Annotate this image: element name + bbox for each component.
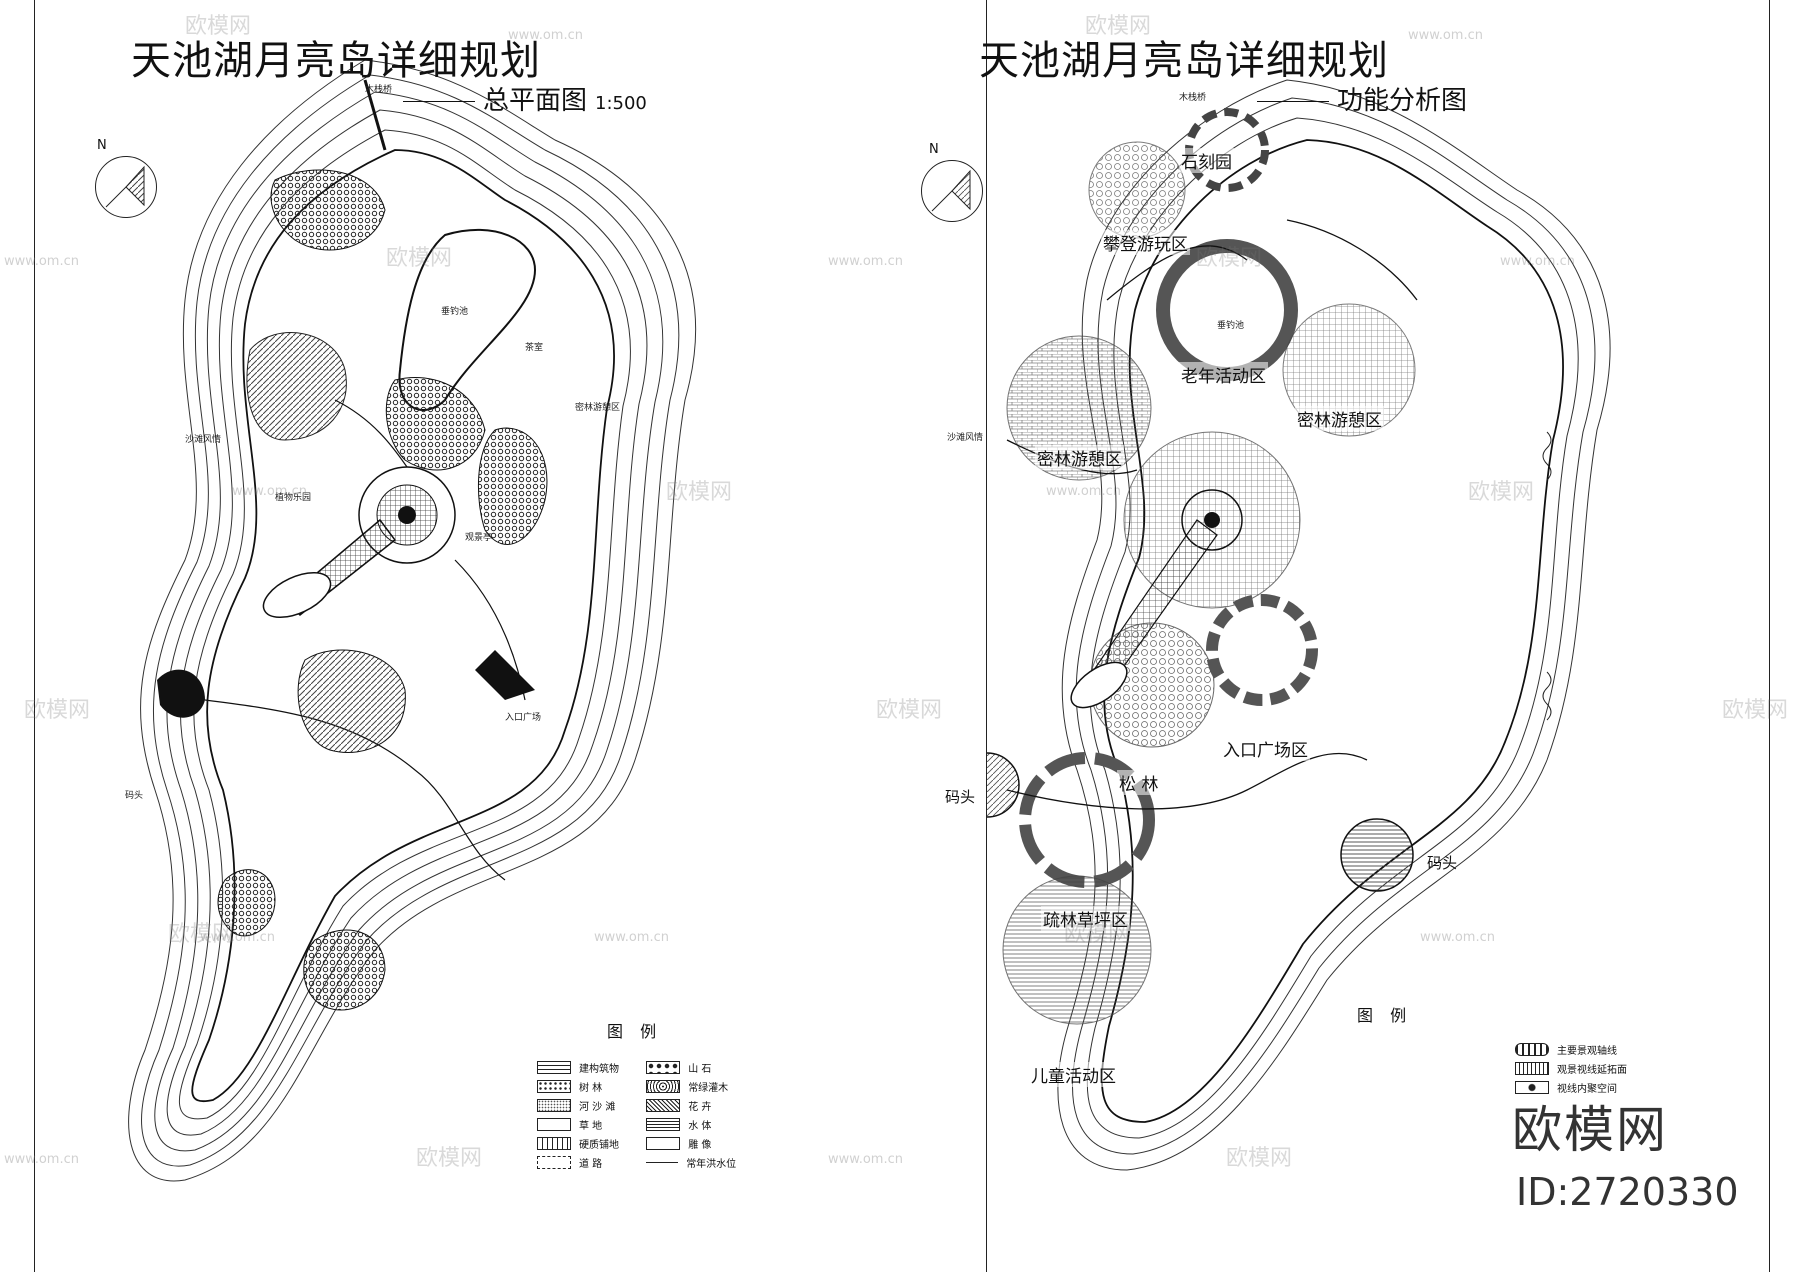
title-dash [1257,101,1329,102]
legend-item: 建构筑物 [537,1058,619,1077]
legend-item: 主要景观轴线 [1515,1040,1627,1059]
tree-cluster-east [478,427,548,545]
legend-swatch [646,1162,679,1163]
zone-label-lawn: 疏林草坪区 [1041,906,1130,931]
north-label: N [97,138,107,153]
scale-text: 1:500 [595,93,647,114]
legend-swatch [1515,1081,1549,1094]
tree-cluster-west [217,869,276,937]
legend-item: 树 林 [537,1077,619,1096]
dock-label-west: 码头 [945,788,976,806]
island-landmass [191,149,615,1103]
map-label-beach: 沙滩风情 [185,435,222,445]
legend-swatch [537,1156,571,1169]
legend-swatch [537,1137,571,1150]
maze-garden [297,649,406,753]
map-label-bridge: 木栈桥 [1179,93,1207,103]
map-label-lake: 垂钓池 [441,307,469,317]
legend-title-right: 图 例 [1357,1006,1413,1025]
north-arrow-icon [95,156,157,218]
legend-item: 道 路 [537,1153,619,1172]
zone-label-children: 儿童活动区 [1029,1062,1118,1087]
zone-label-forest-right: 密林游憩区 [1295,406,1384,431]
map-label-garden: 植物乐园 [275,493,312,503]
legend-swatch [646,1099,681,1112]
legend-item: 观景视线延拓面 [1515,1059,1627,1078]
map-label-dock: 码头 [125,791,144,801]
contour-outer [128,59,696,1182]
sheet-subtitle: 总平面图 1:500 [403,80,647,117]
zone-circle-dock-west [987,752,1020,818]
legend-right: 主要景观轴线 观景视线延拓面 视线内聚空间 [1515,1040,1627,1097]
zone-circle-forest-left [1006,335,1152,481]
legend-item: 河 沙 滩 [537,1096,619,1115]
zone-label-stone: 石刻园 [1179,148,1234,173]
legend-item: 花 卉 [646,1096,736,1115]
master-plan-map [128,59,696,1182]
legend-swatch [646,1080,681,1093]
subtitle-text: 总平面图 [483,86,588,116]
dock-label-east: 码头 [1427,854,1458,872]
sand-beach [246,332,347,441]
legend-swatch [646,1137,681,1150]
legend-item: 常绿灌木 [646,1077,736,1096]
tree-cluster-mid [385,376,486,471]
axis-end-pavilion [262,571,332,619]
zone-label-climb: 攀登游玩区 [1101,230,1190,255]
legend-column-1: 建构筑物 树 林 河 沙 滩 草 地 硬质铺地 道 路 [537,1058,619,1172]
page-title: 天池湖月亮岛详细规划 [131,38,541,84]
map-label-entrance: 入口广场 [505,713,542,723]
legend-column-2: 山 石 常绿灌木 花 卉 水 体 雕 像 常年洪水位 [646,1058,736,1172]
map-label-bridge: 木栈桥 [365,85,393,95]
east-entrance [475,650,535,700]
tree-cluster-south [303,929,386,1011]
zone-circle-climb [1088,141,1186,239]
zone-circle-forest-right [1282,303,1416,437]
brand-id: ID:2720330 [1516,1170,1739,1214]
north-arrow-icon [921,160,983,222]
legend-swatch [537,1080,571,1093]
zone-label-pine: 松 林 [1117,770,1161,795]
map-label-beach: 沙滩风情 [947,433,984,443]
legend-swatch [646,1118,681,1131]
sheet-subtitle-right: 功能分析图 [1257,80,1467,117]
legend-swatch [1515,1043,1549,1056]
legend-swatch [646,1061,681,1074]
legend-swatch [537,1099,571,1112]
map-label-teahouse: 茶室 [525,343,544,353]
title-dash [403,101,475,102]
zone-label-elder: 老年活动区 [1179,362,1268,387]
function-analysis-sheet: 天池湖月亮岛详细规划 功能分析图 N 木栈桥 垂钓池 沙滩风情 石刻园 攀登游玩… [921,0,1770,1272]
legend-item: 硬质铺地 [537,1134,619,1153]
tree-cluster-north [270,169,386,251]
legend-swatch [1515,1062,1549,1075]
legend-swatch [537,1061,571,1074]
map-label-lake: 垂钓池 [1217,321,1245,331]
legend-item: 雕 像 [646,1134,736,1153]
master-plan-sheet: 天池湖月亮岛详细规划 总平面图 1:500 N 木栈桥 垂钓池 沙滩风情 码头 入… [34,0,818,1272]
map-label-pavilion: 观景亭 [465,533,493,543]
legend-item: 水 体 [646,1115,736,1134]
legend: 建构筑物 树 林 河 沙 滩 草 地 硬质铺地 道 路 山 石 常绿灌木 花 卉… [537,1058,760,1172]
brand-logo-text: 欧模网 [1512,1101,1668,1159]
central-plaza-core [398,506,416,524]
page-title-right: 天池湖月亮岛详细规划 [979,38,1389,84]
legend-item: 常年洪水位 [646,1153,736,1172]
subtitle-text: 功能分析图 [1337,86,1468,116]
map-label-rest: 密林游憩区 [575,403,621,413]
legend-swatch [537,1118,571,1131]
zone-circle-children [1002,875,1152,1025]
legend-item: 视线内聚空间 [1515,1078,1627,1097]
zone-circle-dock-east [1340,818,1414,892]
dock-west [157,669,205,718]
zone-label-forest-left: 密林游憩区 [1035,445,1124,470]
legend-title: 图 例 [607,1022,663,1041]
north-label: N [929,142,939,157]
zone-circle-lawn [1019,752,1155,888]
legend-item: 草 地 [537,1115,619,1134]
legend-item: 山 石 [646,1058,736,1077]
zone-circle-entrance [1206,594,1318,706]
zone-label-entrance: 入口广场区 [1221,736,1310,761]
